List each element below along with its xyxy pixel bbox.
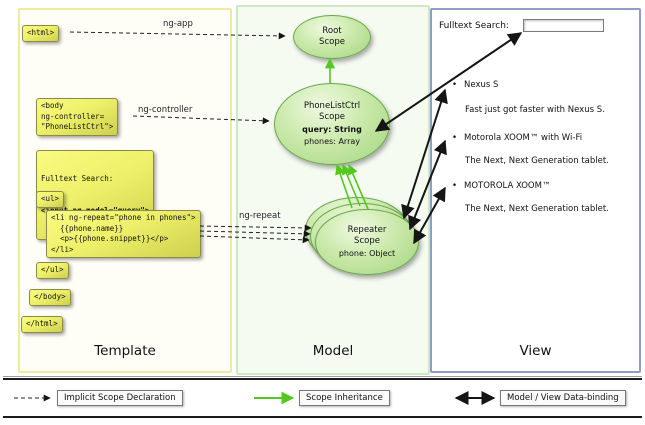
phonelistctrl-scope-label: PhoneListCtrl Scope [303,101,361,122]
list-item-desc: The Next, Next Generation tablet. [465,204,609,214]
list-item: • MOTOROLA XOOM™ [452,181,550,191]
code-ul-open: <ul> [36,191,65,208]
model-column-title: Model [312,343,354,359]
bullet-icon: • [452,80,458,90]
list-item: • Nexus S [452,80,498,90]
repeater-scope-ellipse: Repeater Scope phone: Object [315,209,419,275]
root-scope-label: Root Scope [319,26,345,47]
view-search-label: Fulltext Search: [439,21,509,31]
list-item: • Motorola XOOM™ with Wi-Fi [452,133,582,143]
model-panel [236,5,430,375]
bullet-icon: • [452,133,458,143]
template-column-title: Template [94,343,156,359]
list-item-desc: Fast just got faster with Nexus S. [465,105,605,115]
repeater-scope-label: Repeater Scope [347,225,387,246]
separator-line-thin [3,376,642,377]
phonelistctrl-scope-ellipse: PhoneListCtrl Scope query: String phones… [274,83,390,165]
ng-repeat-label: ng-repeat [239,211,281,221]
code-html-open: <html> [22,25,60,42]
code-html-close: </html> [21,316,63,333]
legend-model-view-data-binding: Model / View Data-binding [500,390,626,406]
code-li-repeat: <li ng-repeat="phone in phones"> {{phone… [46,210,201,258]
separator-line-top [3,378,642,380]
list-item-desc: The Next, Next Generation tablet. [465,156,609,166]
ng-app-label: ng-app [163,19,193,29]
scope-prop-query: query: String [302,124,362,134]
code-fulltext-label: Fulltext Search: [41,174,114,183]
legend-scope-inheritance: Scope Inheritance [299,390,390,406]
code-body-open: <body ng-controller= "PhoneListCtrl"> [36,98,119,136]
code-body-close: </body> [29,289,71,306]
root-scope-ellipse: Root Scope [293,15,371,59]
list-item-title: Motorola XOOM™ with Wi-Fi [464,133,583,143]
separator-line-bottom [3,416,642,418]
view-search-input[interactable] [523,19,604,32]
scope-prop-phone: phone: Object [338,248,396,258]
legend-implicit-scope-declaration: Implicit Scope Declaration [57,390,183,406]
bullet-icon: • [452,181,458,191]
scope-prop-phones: phones: Array [304,136,360,146]
list-item-title: Nexus S [464,80,499,90]
view-column-title: View [519,343,552,359]
code-ul-close: </ul> [36,262,69,279]
ng-controller-label: ng-controller [138,105,193,115]
list-item-title: MOTOROLA XOOM™ [464,181,551,191]
